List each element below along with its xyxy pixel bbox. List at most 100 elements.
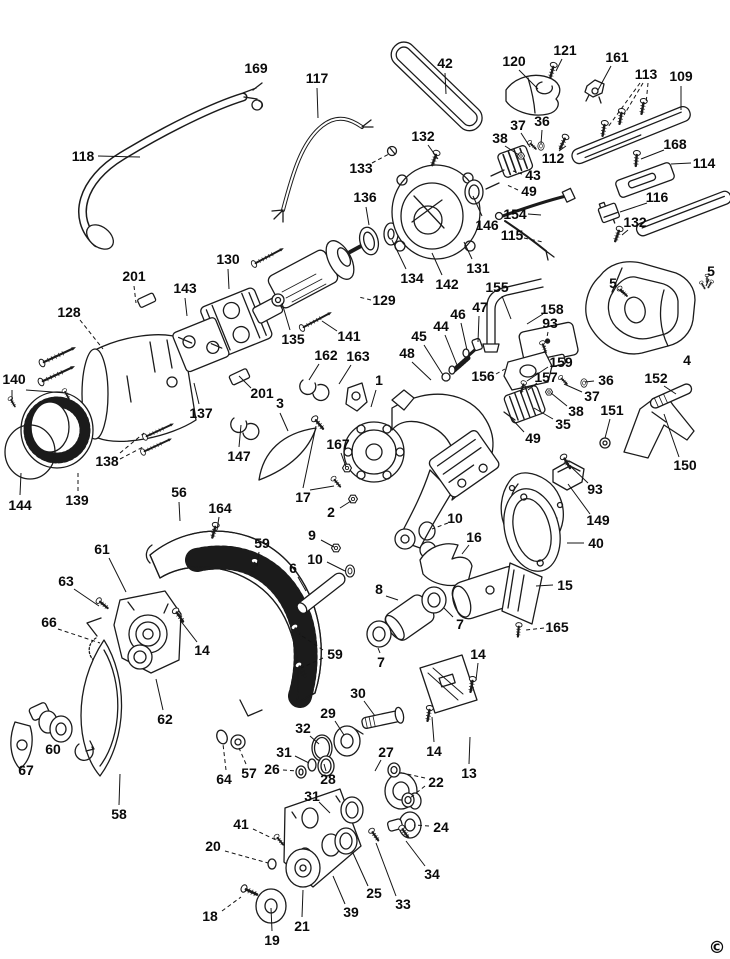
bolt-icon: [36, 342, 79, 369]
roller-10b: [418, 521, 436, 541]
leader-line: [184, 297, 188, 317]
leader-line: [178, 501, 181, 522]
part-number-label: 38: [568, 403, 584, 419]
leader-line: [385, 595, 399, 601]
leader-line: [326, 561, 346, 572]
part-number-label: 34: [424, 866, 440, 882]
leader-line: [25, 389, 67, 394]
screw-168-icon: [631, 149, 642, 168]
part-number-label: 128: [57, 304, 81, 320]
leader-line: [623, 82, 644, 116]
leader-line: [279, 412, 289, 432]
leader-line: [332, 875, 346, 905]
leader-line: [19, 472, 22, 496]
leader-line: [444, 72, 447, 95]
part-number-label: 27: [378, 744, 394, 760]
handle-4: [585, 261, 696, 355]
part-number-label: 133: [349, 160, 373, 176]
leader-line: [97, 155, 141, 158]
leader-line: [460, 322, 468, 351]
part-number-label: 39: [343, 904, 359, 920]
leader-line: [663, 413, 680, 458]
part-number-label: 93: [542, 315, 558, 331]
part-number-label: 57: [241, 765, 257, 781]
flange-19: [255, 888, 287, 924]
rail-109-lower: [635, 190, 730, 237]
part-number-label: 115: [501, 227, 524, 243]
part-number-label: 152: [644, 370, 668, 386]
part-number-label: 157: [534, 369, 558, 385]
bushing-26: [295, 765, 307, 779]
leader-line: [567, 483, 591, 515]
leader-line: [411, 361, 432, 381]
leader-line: [221, 896, 242, 912]
cover-120: [505, 74, 561, 116]
part-number-label: 9: [308, 527, 316, 543]
screw-113-icon: [614, 106, 627, 126]
leader-line: [461, 544, 470, 555]
leader-line: [520, 132, 531, 148]
leader-line: [294, 755, 310, 764]
leader-line: [550, 392, 568, 407]
handle-tube-155: [482, 278, 544, 353]
leader-line: [155, 678, 164, 711]
leader-line: [475, 662, 479, 681]
leader-line: [544, 331, 549, 348]
part-number-label: 18: [202, 908, 218, 924]
part-number-label: 164: [208, 500, 232, 516]
part-number-label: 132: [623, 214, 647, 230]
leader-line: [118, 773, 121, 806]
part-number-label: 29: [320, 705, 336, 721]
leader-line: [339, 500, 352, 509]
grommet-169: [251, 99, 264, 111]
nut-9-icon: [330, 543, 342, 553]
leader-line: [73, 588, 100, 607]
part-number-label: 154: [503, 206, 527, 222]
part-number-label: 109: [669, 68, 693, 84]
leader-line: [468, 736, 471, 765]
leader-line: [365, 206, 370, 226]
leader-line: [604, 418, 611, 439]
collar-60: [28, 702, 73, 743]
part-number-label: 7: [377, 654, 385, 670]
part-number-label: 60: [45, 741, 61, 757]
clamp-161: [584, 79, 605, 104]
part-number-label: 47: [472, 299, 488, 315]
screw-18-icon: [238, 882, 260, 900]
part-number-label: 120: [502, 53, 526, 69]
part-number-label: 35: [555, 416, 571, 432]
collar-29: [333, 725, 364, 757]
part-number-label: 139: [65, 492, 89, 508]
part-number-label: 135: [281, 331, 305, 347]
leader-line: [282, 769, 298, 772]
leader-line: [645, 82, 649, 105]
leader-line: [495, 368, 506, 375]
harness-154-115: [494, 187, 576, 261]
leader-line: [256, 551, 260, 567]
leader-line: [617, 288, 625, 295]
leader-line: [527, 213, 542, 216]
part-number-label: 30: [350, 685, 366, 701]
part-number-label: 16: [466, 529, 482, 545]
bearing-62: [127, 644, 153, 670]
screw-63-icon: [93, 595, 111, 612]
part-number-label: 14: [194, 642, 210, 658]
end-bell-139: [20, 391, 94, 469]
part-number-label: 14: [470, 646, 486, 662]
solenoid-35: [503, 385, 546, 424]
part-number-label: 31: [304, 788, 320, 804]
part-number-label: 14: [426, 743, 442, 759]
copyright-symbol: ©: [709, 938, 726, 958]
part-number-label: 169: [244, 60, 268, 76]
washer-20: [267, 858, 277, 870]
leader-line: [321, 320, 338, 332]
screw-132-icon: [610, 224, 626, 244]
part-number-label: 201: [250, 385, 274, 401]
part-number-label: 24: [433, 819, 449, 835]
leader-line: [320, 539, 335, 548]
part-number-label: 2: [327, 504, 335, 520]
part-number-label: 130: [216, 251, 240, 267]
part-number-label: 140: [2, 371, 26, 387]
part-number-label: 159: [549, 354, 573, 370]
